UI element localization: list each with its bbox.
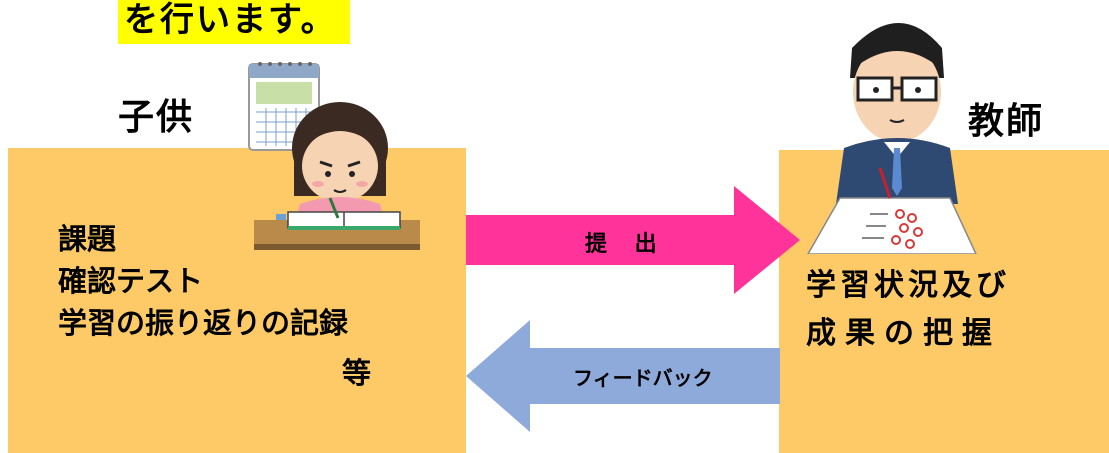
submit-label: 提 出: [585, 232, 667, 257]
teacher-illustration: [807, 23, 977, 254]
child-activity-box: [8, 148, 466, 453]
teacher-label: 教師: [968, 101, 1045, 142]
title-fragment: を行います。: [118, 0, 350, 44]
teacher-result-line: 学習状況及び: [806, 268, 1010, 303]
task-item: 課題: [58, 222, 117, 256]
task-etc: 等: [342, 356, 372, 390]
child-label: 子供: [118, 97, 195, 138]
feedback-label: フィードバック: [573, 366, 713, 390]
studying-child-illustration: [254, 102, 420, 250]
child-task-list: 課題 確認テスト 学習の振り返りの記録: [58, 218, 348, 344]
task-item: 確認テスト: [58, 264, 204, 298]
task-item: 学習の振り返りの記録: [58, 306, 349, 340]
teacher-result-line: 成果の把握: [806, 316, 1001, 351]
submit-arrow: [466, 186, 800, 294]
feedback-arrow: [466, 320, 780, 432]
